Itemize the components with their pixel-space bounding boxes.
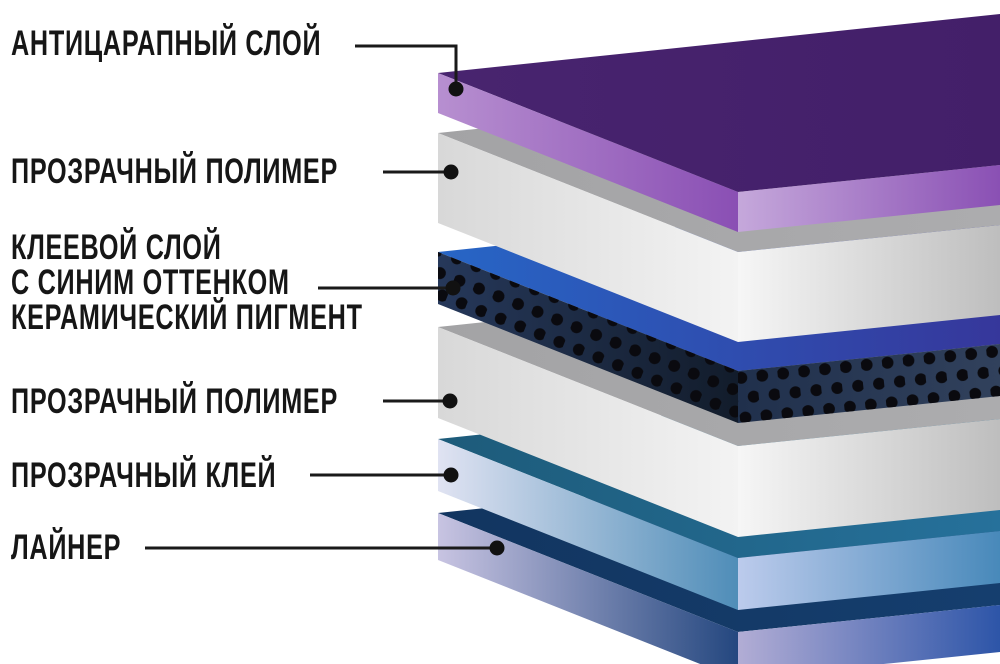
label-line: ПРОЗРАЧНЫЙ ПОЛИМЕР <box>11 152 338 191</box>
leader-dot-clear-polymer-lower <box>442 393 458 409</box>
label-line: КЛЕЕВОЙ СЛОЙ <box>11 228 222 267</box>
label-ceramic-adhesive-layer: КЛЕЕВОЙ СЛОЙ С СИНИМ ОТТЕНКОМ КЕРАМИЧЕСК… <box>11 230 363 335</box>
leader-line-anti-scratch <box>355 44 458 89</box>
leader-dot-clear-polymer-upper <box>443 164 459 180</box>
leader-dots <box>442 81 505 556</box>
layer-anti-scratch <box>438 14 1000 232</box>
clear-polymer-upper-front-right-face <box>738 225 1000 342</box>
label-anti-scratch-layer: АНТИЦАРАПНЫЙ СЛОЙ <box>11 26 321 61</box>
leader-dot-clear-adhesive <box>443 467 459 483</box>
leader-dot-ceramic-adhesive <box>445 280 461 296</box>
clear-polymer-upper-front-left-face <box>438 133 738 342</box>
label-line: ПРОЗРАЧНЫЙ КЛЕЙ <box>11 456 277 495</box>
leader-lines <box>145 44 497 550</box>
leader-dot-liner <box>489 540 505 556</box>
liner-front-left-face <box>438 513 738 664</box>
label-line: ЛАЙНЕР <box>11 528 122 567</box>
liner-front-right-face <box>738 605 1000 664</box>
ceramic-pigment-dots-left <box>438 252 738 423</box>
anti-scratch-front-right-face <box>738 165 1000 232</box>
label-line: С СИНИМ ОТТЕНКОМ <box>11 263 290 302</box>
label-line: АНТИЦАРАПНЫЙ СЛОЙ <box>11 24 322 63</box>
label-line: ПРОЗРАЧНЫЙ ПОЛИМЕР <box>11 382 338 421</box>
label-liner-layer: ЛАЙНЕР <box>11 530 121 565</box>
clear-adhesive-front-right-face <box>738 531 1000 610</box>
label-line: КЕРАМИЧЕСКИЙ ПИГМЕНТ <box>11 298 363 337</box>
ceramic-pigment-dots-right <box>738 344 1000 423</box>
leader-dot-anti-scratch <box>448 81 464 97</box>
anti-scratch-top-face <box>438 14 1000 192</box>
label-clear-polymer-upper: ПРОЗРАЧНЫЙ ПОЛИМЕР <box>11 154 338 189</box>
clear-adhesive-front-left-face <box>438 439 738 610</box>
label-clear-polymer-lower: ПРОЗРАЧНЫЙ ПОЛИМЕР <box>11 384 338 419</box>
clear-polymer-lower-front-right-face <box>738 419 1000 537</box>
label-clear-adhesive-layer: ПРОЗРАЧНЫЙ КЛЕЙ <box>11 458 276 493</box>
clear-polymer-lower-front-left-face <box>438 327 738 537</box>
anti-scratch-front-left-face <box>438 73 738 232</box>
